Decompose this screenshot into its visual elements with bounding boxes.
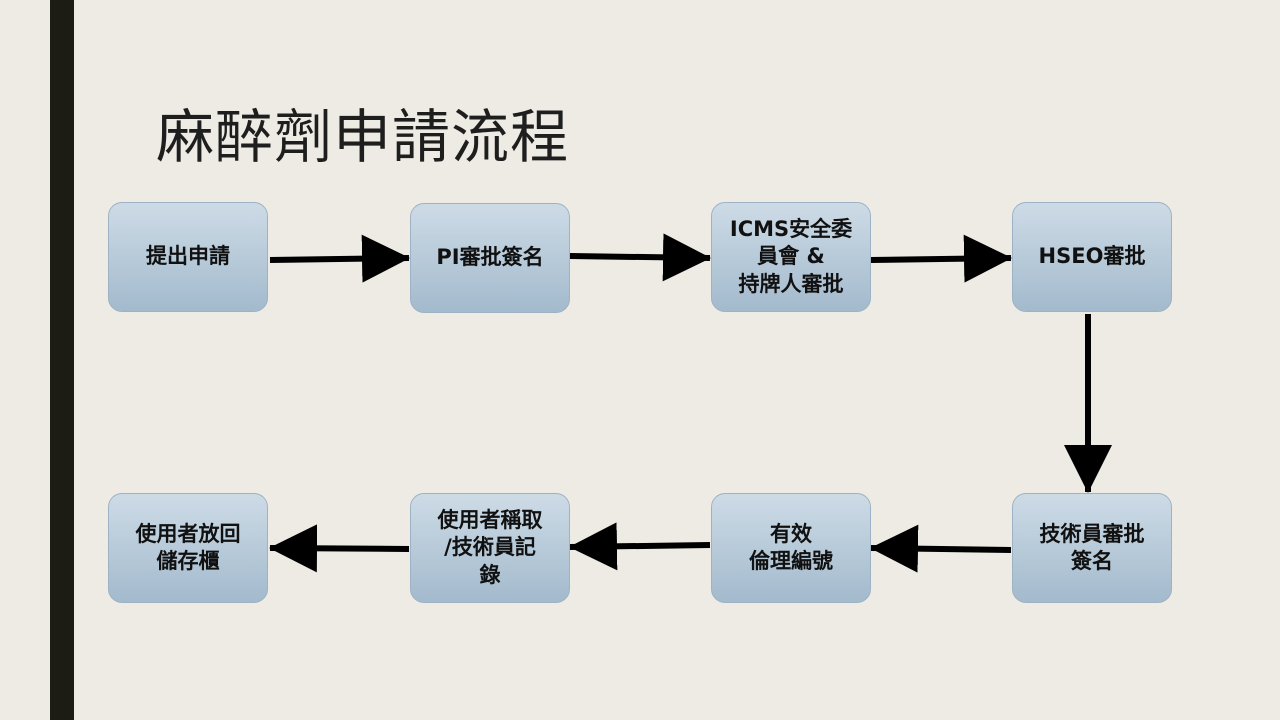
side-accent-bar	[50, 0, 74, 720]
arrow-s6-s7	[569, 522, 711, 571]
arrow-s7-s8	[269, 524, 410, 573]
arrow-s3-s4	[870, 234, 1012, 283]
step-return-to-storage: 使用者放回 儲存櫃	[108, 493, 268, 603]
arrow-s5-s6	[870, 524, 1012, 573]
arrow-s2-s3	[569, 233, 711, 282]
step-label: 使用者放回 儲存櫃	[135, 521, 241, 573]
step-label: PI審批簽名	[436, 245, 544, 270]
step-label: HSEO審批	[1038, 244, 1146, 269]
step-label: ICMS安全委 員會 & 持牌人審批	[729, 217, 853, 296]
step-valid-ethics-number: 有效 倫理編號	[711, 493, 871, 603]
step-submit-application: 提出申請	[108, 202, 268, 312]
step-hseo-approval: HSEO審批	[1012, 202, 1172, 312]
step-label: 使用者稱取 /技術員記 錄	[437, 508, 543, 587]
step-pi-approval: PI審批簽名	[410, 203, 570, 313]
step-label: 提出申請	[146, 244, 230, 269]
step-label: 有效 倫理編號	[749, 521, 833, 573]
step-icms-committee-approval: ICMS安全委 員會 & 持牌人審批	[711, 202, 871, 312]
slide-title: 麻醉劑申請流程	[156, 102, 570, 171]
step-technician-approval: 技術員審批 簽名	[1012, 493, 1172, 603]
step-user-weighing-record: 使用者稱取 /技術員記 錄	[410, 493, 570, 603]
arrow-s1-s2	[269, 234, 410, 283]
step-label: 技術員審批 簽名	[1039, 521, 1145, 573]
